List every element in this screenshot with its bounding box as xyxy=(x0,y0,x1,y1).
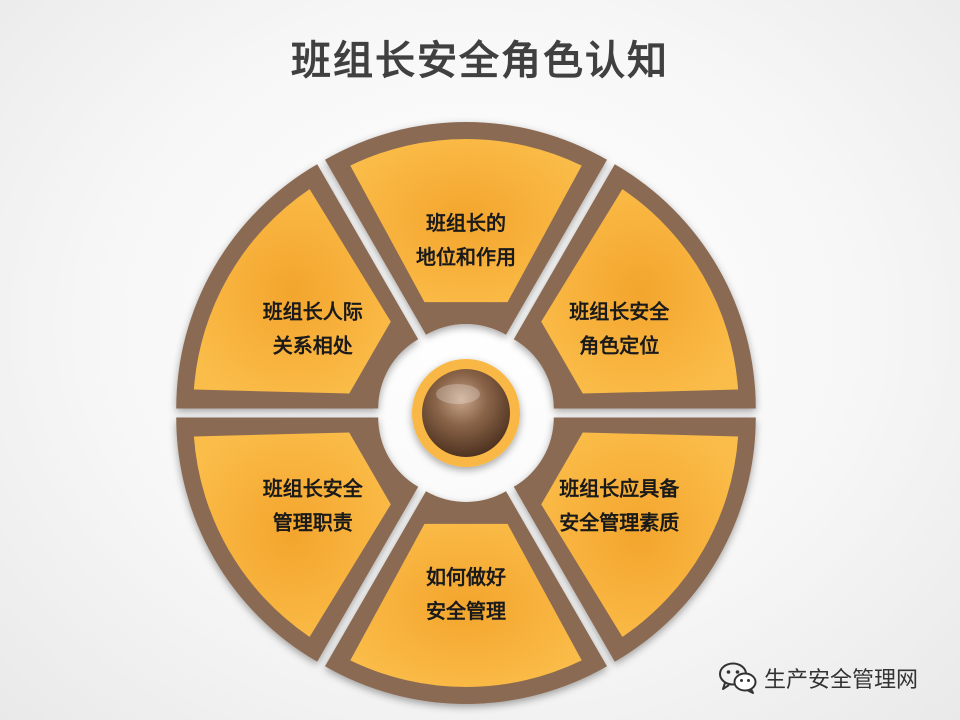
segment-label-line1: 班组长人际 xyxy=(263,300,363,324)
wheel-segment xyxy=(325,491,607,704)
wheel-segment xyxy=(513,417,756,662)
segment-label-line1: 班组长的 xyxy=(426,211,506,235)
center-hub xyxy=(412,359,520,467)
segment-panel xyxy=(350,139,582,303)
segment-panel xyxy=(350,523,582,687)
wheel-segment xyxy=(325,121,607,335)
watermark: 生产安全管理网 xyxy=(718,660,948,696)
segment-label-line2: 角色定位 xyxy=(579,334,659,358)
segment-label: 如何做好安全管理 xyxy=(426,565,506,623)
segment-label: 班组长安全管理职责 xyxy=(263,477,364,535)
segment-label: 班组长安全角色定位 xyxy=(569,300,670,358)
segment-label: 班组长的地位和作用 xyxy=(416,211,516,269)
segment-label-line1: 如何做好 xyxy=(426,565,506,589)
segment-label: 班组长应具备安全管理素质 xyxy=(559,477,680,535)
segment-panel xyxy=(541,189,739,394)
page-title: 班组长安全角色认知 xyxy=(291,38,669,84)
segment-label-line1: 班组长应具备 xyxy=(559,477,680,501)
segment-label-line2: 管理职责 xyxy=(273,511,353,535)
wheel-segment xyxy=(176,164,419,409)
wheel-segment xyxy=(513,164,756,409)
segment-panel xyxy=(193,432,391,637)
segment-label-line1: 班组长安全 xyxy=(569,300,670,324)
segment-panel xyxy=(193,189,391,394)
watermark-text: 生产安全管理网 xyxy=(764,668,919,693)
wheel-segment xyxy=(176,417,419,662)
segment-label-line2: 安全管理素质 xyxy=(559,511,679,535)
segment-label: 班组长人际关系相处 xyxy=(263,300,363,358)
wechat-icon xyxy=(719,662,757,694)
segment-label-line1: 班组长安全 xyxy=(263,477,364,501)
segment-label-line2: 地位和作用 xyxy=(416,245,516,269)
segment-label-line2: 关系相处 xyxy=(273,334,354,358)
segment-label-line2: 安全管理 xyxy=(426,599,506,623)
segment-panel xyxy=(541,432,739,637)
